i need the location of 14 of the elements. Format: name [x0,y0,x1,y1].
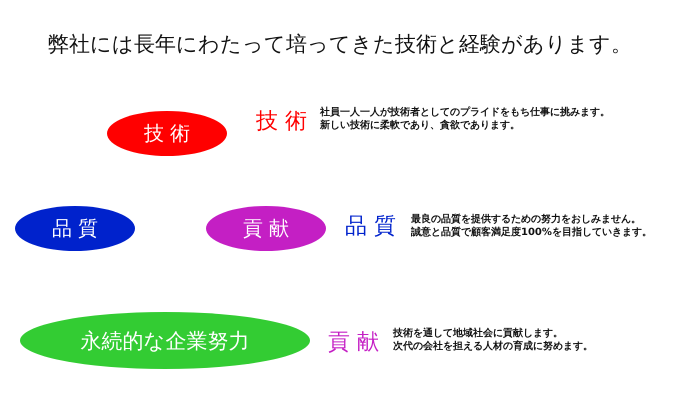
description-text: 次代の会社を担える人材の育成に努めます。 [393,340,593,353]
description-text: 技術を通して地域社会に貢献します。 [393,327,563,340]
heading: 弊社には長年にわたって培ってきた技術と経験があります。 [47,31,633,58]
section-heading: 貢 献 [328,329,379,357]
ellipse-node: 技 術 [107,111,227,156]
description-text: 新しい技術に柔軟であり、貪欲であります。 [320,119,520,132]
ellipse-node: 貢 献 [206,206,326,251]
description-text: 誠意と品質で顧客満足度100%を目指していきます。 [411,226,652,239]
ellipse-node: 永続的な企業努力 [20,312,310,369]
section-heading: 品 質 [345,213,396,241]
description-text: 最良の品質を提供するための努力をおしみません。 [411,213,641,226]
section-heading: 技 術 [256,108,307,136]
description-text: 社員一人一人が技術者としてのプライドをもち仕事に挑みます。 [320,106,610,119]
ellipse-node: 品 質 [15,206,135,251]
